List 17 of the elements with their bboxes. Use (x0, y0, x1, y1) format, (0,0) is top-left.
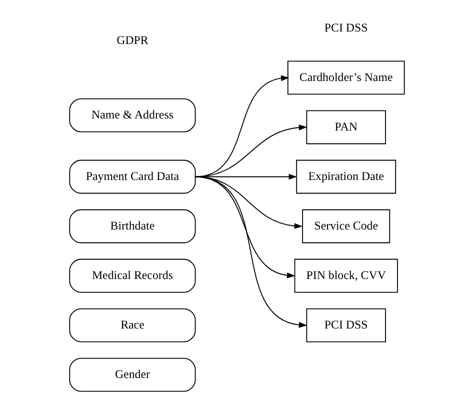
node-box: PIN block, CVV (294, 258, 398, 293)
node-box: Medical Records (69, 258, 196, 293)
node-box: PAN (306, 110, 386, 144)
arrow (194, 75, 290, 178)
arrow (194, 124, 308, 178)
node-box: Gender (69, 358, 196, 392)
node-box: Expiration Date (296, 160, 396, 194)
node-box: Race (69, 308, 196, 342)
node-box: Cardholder’s Name (287, 60, 405, 95)
node-box: PCI DSS (306, 308, 386, 342)
node-box: Payment Card Data (69, 160, 196, 194)
label: GDPR (116, 33, 148, 48)
node-box: Service Code (302, 209, 390, 244)
node-box: Name & Address (69, 98, 196, 132)
arrow (194, 176, 308, 328)
node-box: Birthdate (69, 209, 196, 244)
label: PCI DSS (324, 20, 368, 34)
